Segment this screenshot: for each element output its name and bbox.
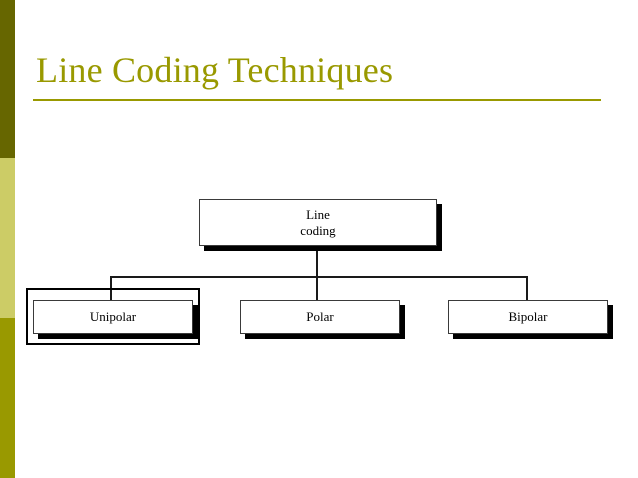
connector-root-stem — [316, 246, 318, 302]
sidebar-band-middle — [0, 158, 15, 318]
page-title: Line Coding Techniques — [36, 50, 394, 90]
node-unipolar-label: Unipolar — [89, 309, 137, 324]
connector-horizontal-bar — [110, 276, 528, 278]
node-line-coding-line2: coding — [300, 222, 336, 238]
node-polar[interactable]: Polar — [240, 300, 400, 334]
node-line-coding-line1: Line — [306, 206, 330, 222]
node-bipolar-label: Bipolar — [508, 309, 548, 324]
node-unipolar[interactable]: Unipolar — [33, 300, 193, 334]
connector-drop-bipolar — [526, 276, 528, 302]
node-polar-label: Polar — [306, 309, 334, 324]
node-line-coding[interactable]: Line coding — [199, 199, 437, 246]
node-bipolar[interactable]: Bipolar — [448, 300, 608, 334]
sidebar-band-bottom — [0, 318, 15, 478]
sidebar-band-top — [0, 0, 15, 158]
sidebar-accent-bar — [0, 0, 15, 478]
title-divider — [33, 99, 601, 101]
selection-outline-unipolar[interactable] — [26, 288, 200, 345]
